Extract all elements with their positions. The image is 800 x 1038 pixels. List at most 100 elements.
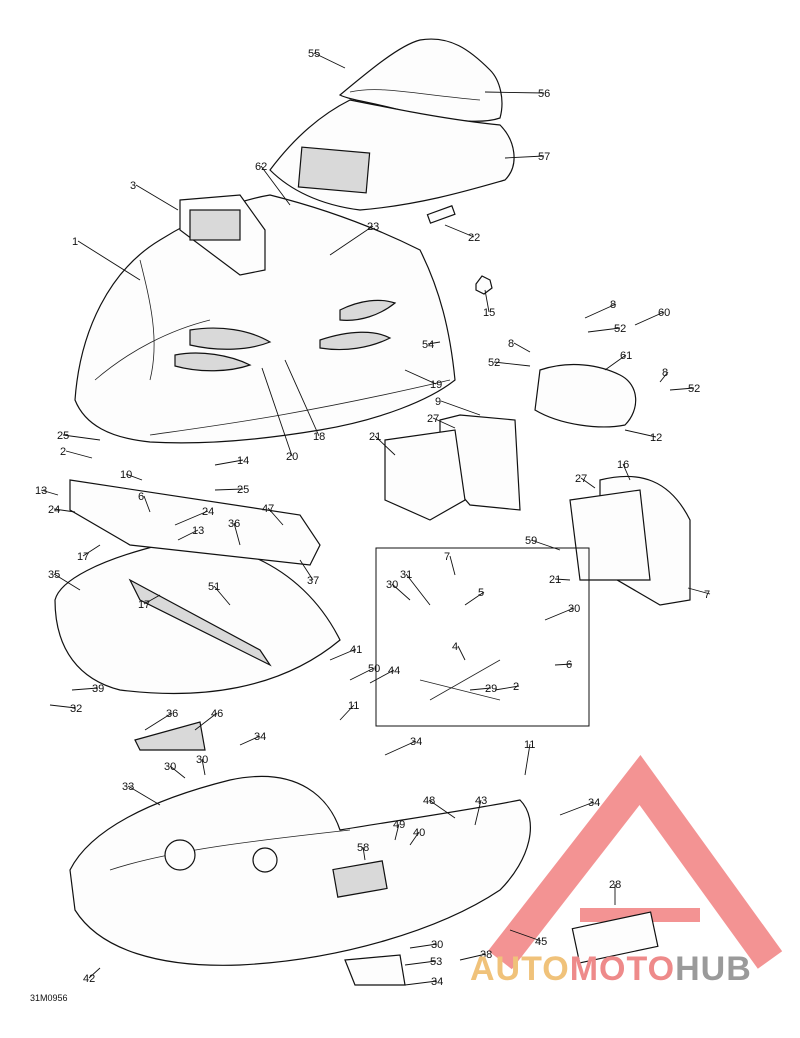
leader-line — [494, 685, 520, 691]
part-number-label: 11 — [348, 700, 359, 712]
leader-line — [169, 765, 186, 779]
leader-line — [284, 359, 320, 437]
part-number-label: 18 — [313, 431, 325, 443]
watermark-moto: MOTO — [569, 950, 676, 988]
leader-line — [474, 799, 482, 826]
part-number-label: 24 — [48, 504, 60, 516]
part-number-label: 44 — [388, 665, 400, 677]
clip-part — [426, 205, 456, 224]
part-number-label: 2 — [60, 446, 66, 458]
leader-line — [260, 165, 291, 206]
leader-line — [530, 539, 561, 551]
fastener-part — [475, 275, 493, 295]
leader-line — [428, 799, 456, 819]
part-number-label: 6 — [566, 659, 572, 671]
leader-line — [449, 555, 456, 576]
part-number-label: 7 — [704, 589, 710, 601]
part-number-label: 42 — [83, 973, 95, 985]
part-number-label: 12 — [650, 432, 662, 444]
leader-line — [493, 361, 531, 367]
part-number-label: 40 — [413, 827, 425, 839]
leader-line — [440, 400, 481, 416]
leader-line — [194, 712, 218, 731]
leader-line — [88, 967, 101, 979]
part-number-label: 24 — [202, 506, 214, 518]
leader-line — [71, 687, 99, 691]
part-number-label: 41 — [350, 644, 362, 656]
leader-line — [604, 354, 627, 371]
leader-line — [554, 663, 573, 666]
part-number-label: 2 — [513, 681, 519, 693]
part-number-label: 37 — [307, 575, 319, 587]
leader-line — [384, 740, 417, 756]
part-number-label: 54 — [422, 339, 434, 351]
part-number-label: 43 — [475, 795, 487, 807]
side-panel-left — [384, 414, 521, 521]
leader-line — [214, 488, 244, 491]
leader-line — [580, 477, 596, 489]
part-number-label: 58 — [357, 842, 369, 854]
part-number-label: 52 — [488, 357, 500, 369]
part-number-label: 8 — [662, 367, 668, 379]
part-number-label: 11 — [524, 739, 535, 751]
leader-line — [469, 687, 492, 691]
leader-line — [405, 573, 431, 606]
part-number-label: 59 — [525, 535, 537, 547]
leader-line — [587, 327, 621, 333]
leader-line — [622, 463, 631, 481]
part-number-label: 56 — [538, 88, 550, 100]
part-number-label: 47 — [262, 503, 274, 515]
part-number-label: 20 — [286, 451, 298, 463]
leader-line — [77, 240, 141, 281]
leader-line — [49, 704, 77, 709]
leader-line — [53, 573, 81, 591]
leader-line — [459, 953, 487, 961]
dash-panel-part — [269, 99, 515, 211]
bracket-part — [534, 363, 637, 428]
part-number-label: 27 — [575, 473, 587, 485]
leader-line — [267, 507, 284, 526]
label-plate-part — [571, 911, 659, 964]
leader-lines — [40, 52, 711, 986]
leader-line — [65, 450, 93, 459]
part-number-label: 29 — [485, 683, 497, 695]
part-number-label: 31 — [400, 569, 412, 581]
leader-line — [404, 960, 437, 966]
part-number-label: 23 — [367, 221, 379, 233]
leader-line — [362, 846, 366, 861]
leader-line — [53, 508, 76, 513]
part-number-label: 30 — [386, 579, 398, 591]
side-panel-right — [569, 475, 691, 606]
leader-line — [504, 155, 545, 159]
leader-line — [174, 510, 209, 526]
leader-line — [427, 341, 441, 345]
leader-line — [329, 648, 357, 661]
leader-line — [404, 369, 437, 385]
part-number-label: 21 — [369, 431, 381, 443]
leader-line — [299, 559, 314, 581]
part-number-label: 36 — [166, 708, 178, 720]
watermark-auto: AUTO — [470, 950, 570, 988]
leader-line — [313, 52, 346, 69]
bumper-bar-part — [128, 578, 272, 667]
leader-line — [374, 435, 396, 456]
leader-line — [444, 224, 475, 238]
part-number-label: 14 — [237, 455, 249, 467]
leader-line — [559, 801, 595, 816]
part-number-label: 30 — [196, 754, 208, 766]
part-number-label: 9 — [435, 396, 441, 408]
part-number-label: 25 — [237, 484, 249, 496]
bottom-pan-part — [69, 775, 531, 966]
part-number-label: 15 — [483, 307, 495, 319]
part-number-label: 38 — [480, 949, 492, 961]
leader-line — [624, 429, 657, 438]
part-number-label: 34 — [588, 797, 600, 809]
part-number-label: 19 — [430, 379, 442, 391]
part-number-label: 49 — [393, 819, 405, 831]
part-number-label: 8 — [508, 338, 514, 350]
leader-line — [524, 743, 531, 776]
part-number-label: 61 — [620, 350, 632, 362]
part-number-label: 33 — [122, 781, 134, 793]
leader-line — [82, 544, 101, 557]
leader-line — [144, 712, 173, 731]
